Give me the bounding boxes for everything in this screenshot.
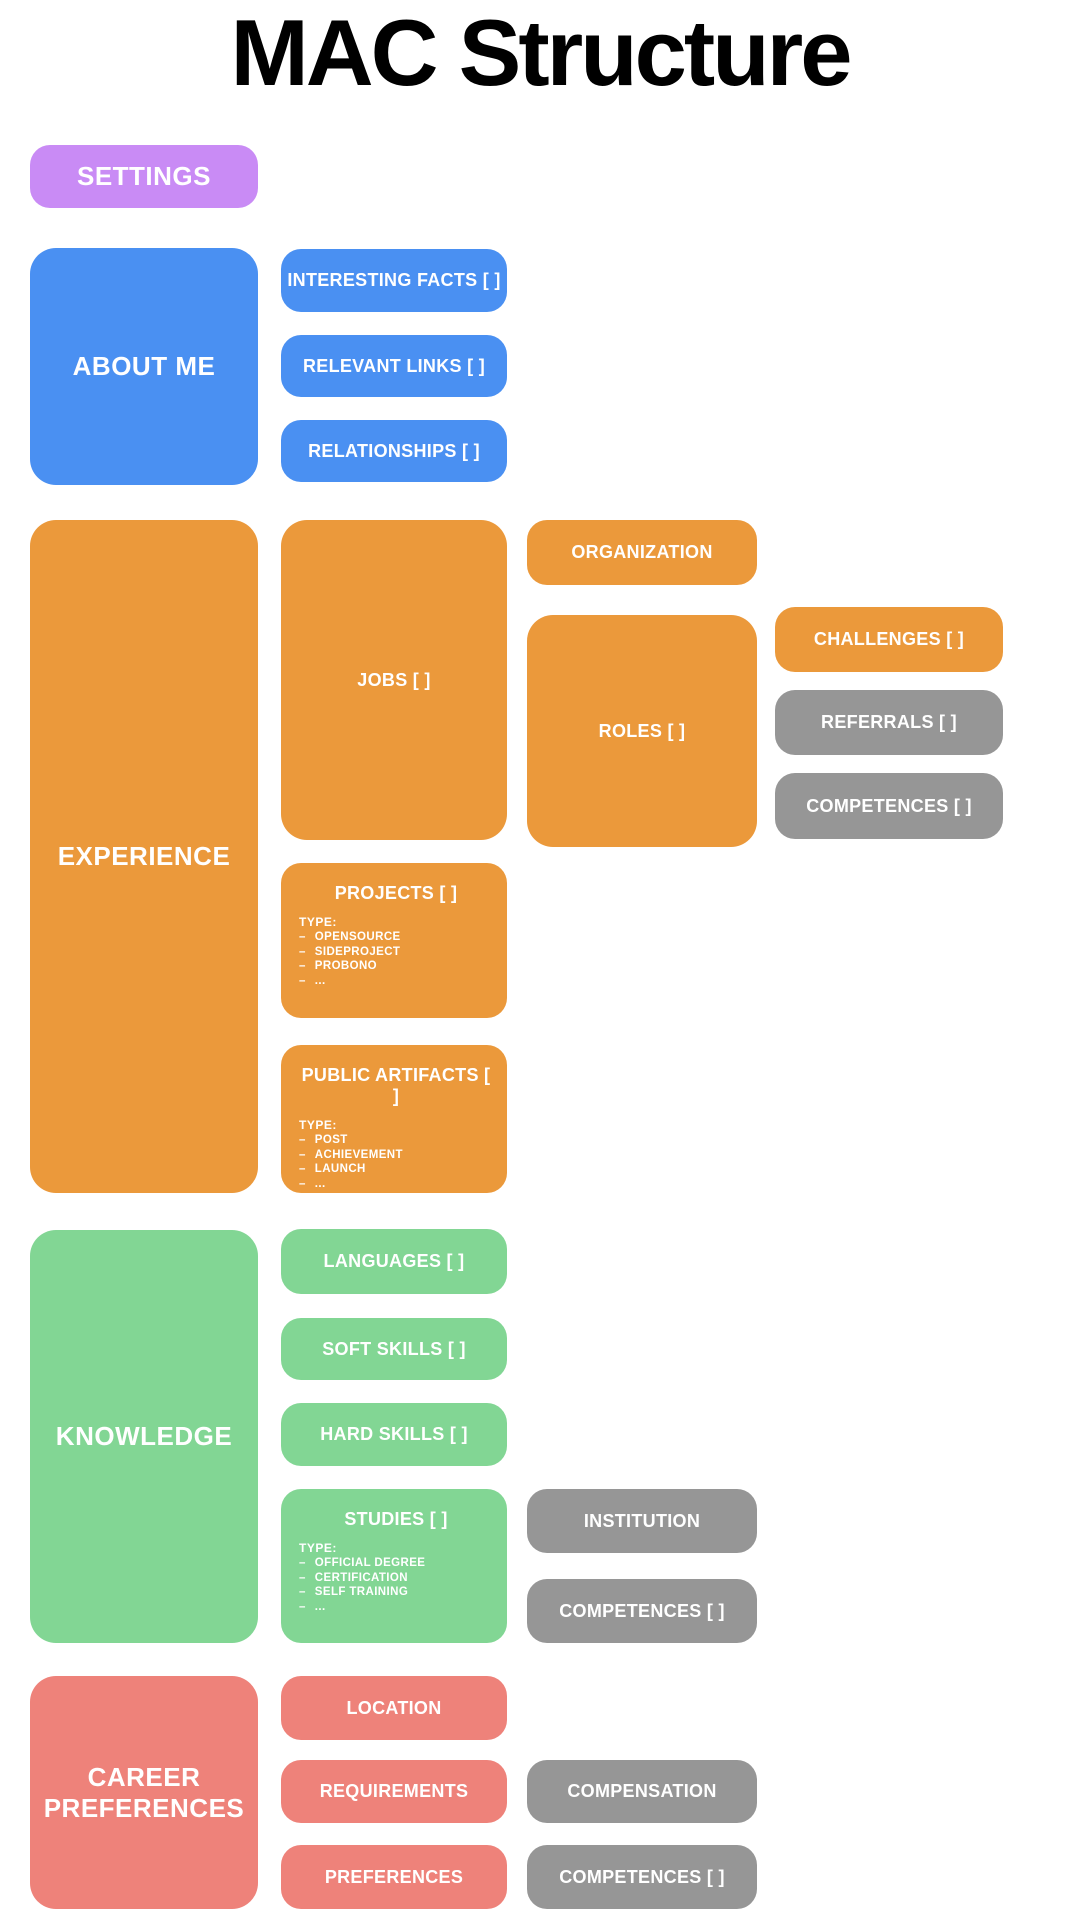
- studies-type-value: OFFICIAL DEGREE: [314, 1557, 426, 1569]
- studies-type-heading: TYPE:: [299, 1541, 337, 1555]
- projects-type-value: PROBONO: [314, 960, 378, 972]
- studies-type-item: – ...: [299, 1600, 493, 1615]
- public-artifacts-type-item: – LAUNCH: [299, 1162, 493, 1177]
- projects-block: PROJECTS [ ] TYPE: – OPENSOURCE – SIDEPR…: [281, 863, 507, 1018]
- about-me-block: ABOUT ME: [30, 248, 258, 485]
- settings-label: SETTINGS: [76, 161, 211, 192]
- requirements-label: REQUIREMENTS: [319, 1781, 469, 1801]
- studies-type-value: SELF TRAINING: [314, 1586, 409, 1598]
- challenges-block: CHALLENGES [ ]: [775, 607, 1003, 672]
- public-artifacts-type-item: – ACHIEVEMENT: [299, 1148, 493, 1163]
- career-preferences-label: CAREER PREFERENCES: [43, 1761, 245, 1823]
- public-artifacts-type-item: – POST: [299, 1133, 493, 1148]
- studies-competences-label: COMPETENCES [ ]: [559, 1600, 725, 1621]
- dash: –: [299, 1557, 306, 1569]
- referrals-block: REFERRALS [ ]: [775, 690, 1003, 755]
- soft-skills-block: SOFT SKILLS [ ]: [281, 1318, 507, 1380]
- location-label: LOCATION: [346, 1697, 442, 1718]
- relevant-links-block: RELEVANT LINKS [ ]: [281, 335, 507, 397]
- public-artifacts-type-item: – ...: [299, 1177, 493, 1192]
- soft-skills-label: SOFT SKILLS [ ]: [322, 1338, 466, 1359]
- knowledge-block: KNOWLEDGE: [30, 1230, 258, 1643]
- projects-type-item: – OPENSOURCE: [299, 930, 493, 945]
- studies-type-value: ...: [314, 1600, 326, 1613]
- projects-type-heading: TYPE:: [299, 915, 337, 929]
- institution-block: INSTITUTION: [527, 1489, 757, 1553]
- dash: –: [299, 931, 306, 943]
- relationships-block: RELATIONSHIPS [ ]: [281, 420, 507, 482]
- interesting-facts-label: INTERESTING FACTS [ ]: [287, 270, 501, 290]
- requirements-block: REQUIREMENTS: [281, 1760, 507, 1823]
- projects-type-value: SIDEPROJECT: [314, 945, 401, 958]
- studies-label: STUDIES [ ]: [344, 1509, 448, 1529]
- knowledge-label: KNOWLEDGE: [55, 1421, 233, 1452]
- dash: –: [299, 1163, 306, 1175]
- projects-label: PROJECTS [ ]: [334, 883, 458, 903]
- roles-label: ROLES [ ]: [598, 720, 686, 741]
- dash: –: [299, 1586, 306, 1598]
- compensation-label: COMPENSATION: [567, 1781, 717, 1801]
- institution-label: INSTITUTION: [583, 1510, 701, 1531]
- projects-type-item: – PROBONO: [299, 959, 493, 974]
- relationships-label: RELATIONSHIPS [ ]: [308, 440, 480, 461]
- hard-skills-block: HARD SKILLS [ ]: [281, 1403, 507, 1466]
- hard-skills-label: HARD SKILLS [ ]: [320, 1424, 468, 1444]
- public-artifacts-block: PUBLIC ARTIFACTS [ ] TYPE: – POST – ACHI…: [281, 1045, 507, 1193]
- public-artifacts-type-value: LAUNCH: [314, 1163, 366, 1175]
- dash: –: [299, 1148, 306, 1161]
- dash: –: [299, 1134, 306, 1146]
- organization-block: ORGANIZATION: [527, 520, 757, 585]
- public-artifacts-type-value: POST: [314, 1134, 348, 1146]
- about-me-label: ABOUT ME: [72, 351, 216, 382]
- studies-type-list: TYPE: – OFFICIAL DEGREE – CERTIFICATION …: [299, 1541, 493, 1614]
- dash: –: [299, 960, 306, 972]
- experience-label: EXPERIENCE: [57, 841, 231, 872]
- roles-competences-block: COMPETENCES [ ]: [775, 773, 1003, 839]
- jobs-label: JOBS [ ]: [357, 669, 431, 690]
- preferences-competences-label: COMPETENCES [ ]: [559, 1866, 725, 1887]
- roles-block: ROLES [ ]: [527, 615, 757, 847]
- dash: –: [299, 974, 306, 987]
- studies-type-item: – OFFICIAL DEGREE: [299, 1556, 493, 1571]
- preferences-competences-block: COMPETENCES [ ]: [527, 1845, 757, 1909]
- roles-competences-label: COMPETENCES [ ]: [806, 795, 972, 816]
- public-artifacts-type-heading: TYPE:: [299, 1118, 337, 1132]
- languages-block: LANGUAGES [ ]: [281, 1229, 507, 1294]
- settings-block: SETTINGS: [30, 145, 258, 208]
- preferences-label: PREFERENCES: [324, 1866, 464, 1887]
- projects-type-value: ...: [314, 974, 326, 987]
- studies-type-item: – SELF TRAINING: [299, 1585, 493, 1600]
- referrals-label: REFERRALS [ ]: [821, 712, 957, 732]
- page-title: MAC Structure: [230, 0, 852, 105]
- preferences-block: PREFERENCES: [281, 1845, 507, 1909]
- location-block: LOCATION: [281, 1676, 507, 1740]
- studies-block: STUDIES [ ] TYPE: – OFFICIAL DEGREE – CE…: [281, 1489, 507, 1643]
- dash: –: [299, 1571, 306, 1584]
- studies-competences-block: COMPETENCES [ ]: [527, 1579, 757, 1643]
- relevant-links-label: RELEVANT LINKS [ ]: [302, 355, 486, 376]
- public-artifacts-type-list: TYPE: – POST – ACHIEVEMENT – LAUNCH – ..…: [299, 1118, 493, 1191]
- compensation-block: COMPENSATION: [527, 1760, 757, 1823]
- projects-type-item: – ...: [299, 974, 493, 989]
- dash: –: [299, 1600, 306, 1613]
- career-preferences-block: CAREER PREFERENCES: [30, 1676, 258, 1909]
- dash: –: [299, 945, 306, 958]
- projects-type-value: OPENSOURCE: [314, 931, 401, 943]
- experience-block: EXPERIENCE: [30, 520, 258, 1193]
- dash: –: [299, 1177, 306, 1190]
- organization-label: ORGANIZATION: [571, 542, 713, 562]
- studies-type-item: – CERTIFICATION: [299, 1571, 493, 1586]
- public-artifacts-type-value: ACHIEVEMENT: [314, 1148, 403, 1161]
- public-artifacts-label: PUBLIC ARTIFACTS [ ]: [301, 1065, 491, 1106]
- languages-label: LANGUAGES [ ]: [323, 1251, 465, 1271]
- jobs-block: JOBS [ ]: [281, 520, 507, 840]
- projects-type-list: TYPE: – OPENSOURCE – SIDEPROJECT – PROBO…: [299, 915, 493, 988]
- interesting-facts-block: INTERESTING FACTS [ ]: [281, 249, 507, 312]
- challenges-label: CHALLENGES [ ]: [813, 629, 965, 649]
- projects-type-item: – SIDEPROJECT: [299, 945, 493, 960]
- public-artifacts-type-value: ...: [314, 1177, 326, 1190]
- studies-type-value: CERTIFICATION: [314, 1571, 408, 1584]
